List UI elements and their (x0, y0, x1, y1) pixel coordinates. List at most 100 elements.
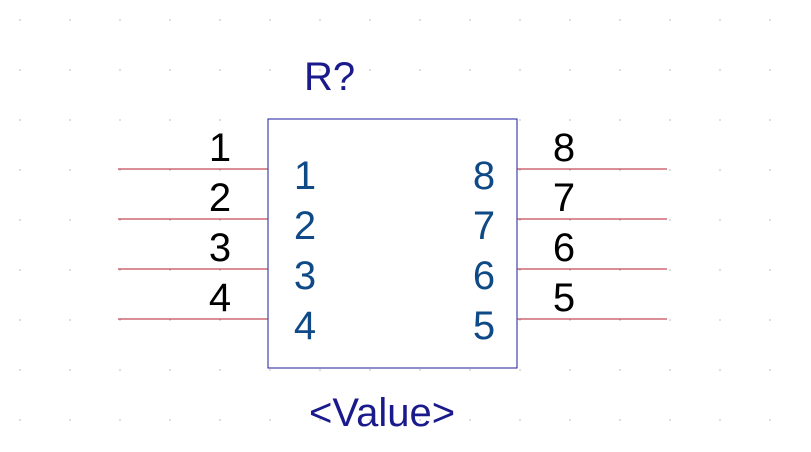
grid-dot (219, 269, 221, 271)
grid-dot (69, 119, 71, 121)
grid-dot (19, 319, 21, 321)
grid-dot (169, 169, 171, 171)
grid-dot (669, 119, 671, 121)
grid-dot (569, 319, 571, 321)
background-grid (19, 19, 771, 421)
grid-dot (119, 219, 121, 221)
grid-dot (569, 269, 571, 271)
grid-dot (169, 69, 171, 71)
grid-dot (69, 269, 71, 271)
grid-dot (569, 119, 571, 121)
right-pin-5-name: 5 (473, 304, 495, 348)
grid-dot (519, 219, 521, 221)
grid-dot (219, 419, 221, 421)
component-value[interactable]: <Value> (309, 391, 455, 435)
grid-dot (619, 119, 621, 121)
right-pin-6-number: 6 (553, 226, 575, 270)
grid-dot (319, 419, 321, 421)
grid-dot (119, 169, 121, 171)
grid-dot (769, 369, 771, 371)
grid-dot (169, 19, 171, 21)
grid-dot (769, 319, 771, 321)
grid-dot (669, 269, 671, 271)
grid-dot (369, 419, 371, 421)
grid-dot (219, 219, 221, 221)
grid-dot (119, 69, 121, 71)
grid-dot (519, 419, 521, 421)
grid-dot (719, 369, 721, 371)
grid-dot (519, 369, 521, 371)
grid-dot (219, 319, 221, 321)
grid-dot (69, 19, 71, 21)
grid-dot (619, 369, 621, 371)
right-pin-7-number: 7 (553, 176, 575, 220)
grid-dot (269, 369, 271, 371)
grid-dot (319, 19, 321, 21)
grid-dot (19, 19, 21, 21)
grid-dot (519, 119, 521, 121)
grid-dot (319, 69, 321, 71)
grid-dot (69, 69, 71, 71)
grid-dot (769, 19, 771, 21)
left-pin-4-name: 4 (294, 304, 316, 348)
reference-designator[interactable]: R? (304, 55, 355, 99)
grid-dot (219, 369, 221, 371)
grid-dot (519, 69, 521, 71)
grid-dot (319, 369, 321, 371)
right-pin-8-name: 8 (473, 154, 495, 198)
grid-dot (169, 269, 171, 271)
right-pin-5-number: 5 (553, 276, 575, 320)
grid-dot (69, 369, 71, 371)
grid-dot (169, 369, 171, 371)
grid-dot (169, 319, 171, 321)
grid-dot (619, 169, 621, 171)
grid-dot (269, 69, 271, 71)
grid-dot (419, 369, 421, 371)
grid-dot (469, 419, 471, 421)
grid-dot (519, 19, 521, 21)
grid-dot (269, 419, 271, 421)
grid-dot (569, 169, 571, 171)
left-pin-4-number: 4 (209, 276, 231, 320)
grid-dot (719, 19, 721, 21)
component-body[interactable] (267, 118, 518, 369)
grid-dot (719, 119, 721, 121)
grid-dot (769, 169, 771, 171)
grid-dot (719, 69, 721, 71)
grid-dot (619, 19, 621, 21)
grid-dot (169, 219, 171, 221)
right-pin-8-number: 8 (553, 126, 575, 170)
grid-dot (769, 419, 771, 421)
grid-dot (669, 19, 671, 21)
grid-dot (769, 269, 771, 271)
grid-dot (119, 269, 121, 271)
grid-dot (119, 319, 121, 321)
left-pin-1-number: 1 (209, 126, 231, 170)
grid-dot (119, 119, 121, 121)
grid-dot (519, 319, 521, 321)
grid-dot (369, 19, 371, 21)
grid-dot (19, 119, 21, 121)
grid-dot (519, 269, 521, 271)
grid-dot (69, 169, 71, 171)
grid-dot (669, 319, 671, 321)
grid-dot (669, 169, 671, 171)
grid-dot (719, 319, 721, 321)
grid-dot (19, 269, 21, 271)
grid-dot (619, 269, 621, 271)
grid-dot (19, 169, 21, 171)
left-pin-2-number: 2 (209, 176, 231, 220)
grid-dot (519, 169, 521, 171)
grid-dot (769, 119, 771, 121)
grid-dot (419, 19, 421, 21)
grid-dot (219, 69, 221, 71)
grid-dot (419, 69, 421, 71)
grid-dot (219, 169, 221, 171)
grid-dot (569, 419, 571, 421)
grid-dot (469, 19, 471, 21)
grid-dot (719, 419, 721, 421)
grid-dot (469, 69, 471, 71)
grid-dot (219, 19, 221, 21)
grid-dot (719, 219, 721, 221)
